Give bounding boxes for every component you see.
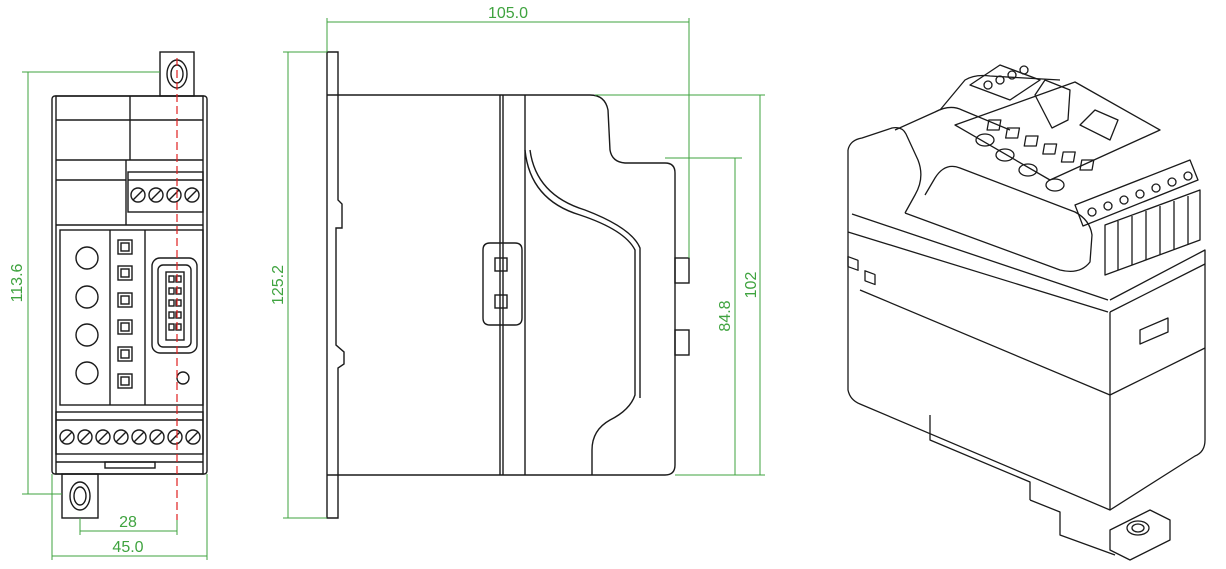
din-bracket [326, 51, 345, 519]
side-housing [327, 94, 676, 476]
dim-front-offset: 28 [119, 514, 137, 531]
indicator-leds [117, 239, 133, 389]
iso-connector [1034, 79, 1119, 141]
lower-terminal-strip [55, 411, 204, 455]
bottom-mount-tab [61, 473, 99, 519]
front-dimensions [22, 71, 208, 560]
upper-screws [130, 187, 200, 203]
iso-top-panel [954, 81, 1161, 192]
iso-mount-foot [1109, 509, 1171, 561]
side-curve [524, 149, 636, 475]
dimension-labels: 113.6 28 45.0 105.0 125.2 84.8 102 [9, 5, 760, 556]
dim-side-body-height: 102 [743, 272, 760, 299]
isometric-view [847, 64, 1206, 561]
side-view [326, 51, 690, 519]
dim-side-total-height: 125.2 [270, 265, 287, 305]
dim-front-height: 113.6 [9, 263, 26, 302]
iso-terminals [969, 64, 1201, 276]
iso-left-face [847, 150, 1111, 511]
front-view [51, 51, 208, 519]
bottom-mount-hole [69, 481, 91, 511]
dim-side-depth: 105.0 [488, 5, 528, 22]
upper-terminal-strip [127, 171, 204, 213]
dim-side-lower-height: 84.8 [717, 300, 734, 331]
lower-screws [59, 429, 201, 445]
dim-front-width: 45.0 [112, 539, 143, 556]
control-panel [59, 229, 204, 406]
comm-connector [151, 257, 198, 354]
iso-top-profile [904, 165, 1093, 273]
iso-right-face [1109, 263, 1206, 511]
side-dimensions [283, 18, 765, 519]
latch-recess [482, 242, 523, 326]
round-buttons [75, 246, 99, 385]
